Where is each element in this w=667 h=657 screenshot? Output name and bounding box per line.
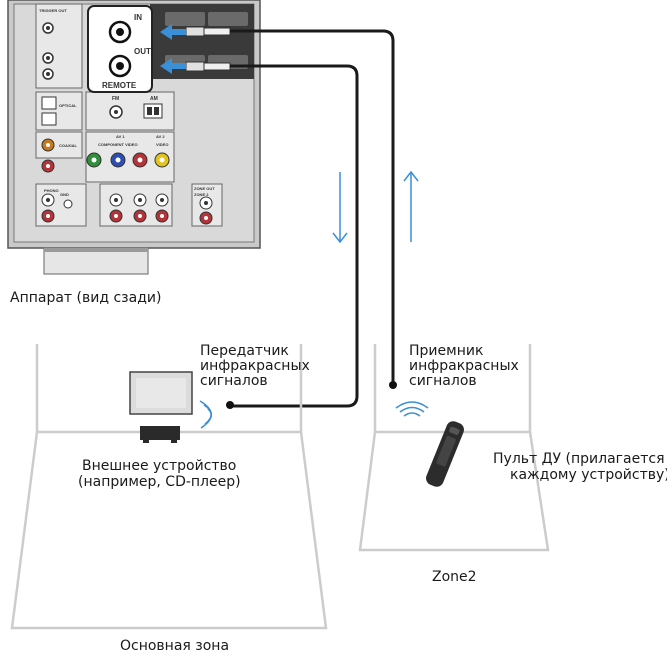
remote-control-label-1: Пульт ДУ (прилагается к xyxy=(493,451,667,467)
component-video-label: COMPONENT VIDEO xyxy=(98,142,138,147)
cable-to-ir-transmitter xyxy=(230,64,359,408)
av1-label: AV 1 xyxy=(116,134,125,139)
ir-receiver-waves xyxy=(395,401,429,417)
ir-receiver-label-3: сигналов xyxy=(409,373,477,389)
remote-in-label: IN xyxy=(134,13,142,22)
insert-arrows xyxy=(160,24,186,74)
phono-label: PHONO xyxy=(44,188,59,193)
cables xyxy=(230,29,395,408)
remote-control-icon xyxy=(426,421,464,487)
optical-label: OPTICAL xyxy=(59,103,77,108)
remote-out-label: OUT xyxy=(134,47,151,56)
ir-receiver-label-2: инфракрасных xyxy=(409,358,519,374)
cable-to-ir-receiver xyxy=(230,29,395,384)
ir-transmitter-label-2: инфракрасных xyxy=(200,358,310,374)
coaxial-label: COAXIAL xyxy=(59,143,78,148)
receiver-label: Аппарат (вид сзади) xyxy=(10,290,162,306)
ir-transmitter-label-3: сигналов xyxy=(200,373,268,389)
am-label: AM xyxy=(150,96,158,102)
signal-direction-arrows xyxy=(332,170,419,244)
external-device-label-1: Внешнее устройство xyxy=(82,458,237,474)
remote-jacks-callout: IN OUT REMOTE xyxy=(87,5,153,93)
ir-transmitter-dot xyxy=(226,401,234,409)
video-label: VIDEO xyxy=(156,142,168,147)
fm-label: FM xyxy=(112,96,119,102)
zone2-port-label: ZONE 2 xyxy=(194,192,209,197)
zone-out-label: ZONE OUT xyxy=(194,186,215,191)
main-zone-label: Основная зона xyxy=(120,638,230,654)
av2-label: AV 2 xyxy=(156,134,165,139)
gnd-label: GND xyxy=(60,192,69,197)
ir-transmitter-label-1: Передатчик xyxy=(200,343,289,359)
ir-receiver-label-1: Приемник xyxy=(409,343,484,359)
ir-transmitter-waves xyxy=(199,400,212,429)
ir-receiver-dot xyxy=(389,381,397,389)
zone2-label: Zone2 xyxy=(432,569,477,585)
trigger-out-label: TRIGGER OUT xyxy=(39,8,67,13)
external-device-label-2: (например, CD-плеер) xyxy=(78,474,241,490)
cable-plugs xyxy=(185,26,231,72)
external-device-icon xyxy=(140,426,180,440)
remote-label: REMOTE xyxy=(102,81,137,90)
remote-control-label-2: каждому устройству) xyxy=(510,467,667,483)
